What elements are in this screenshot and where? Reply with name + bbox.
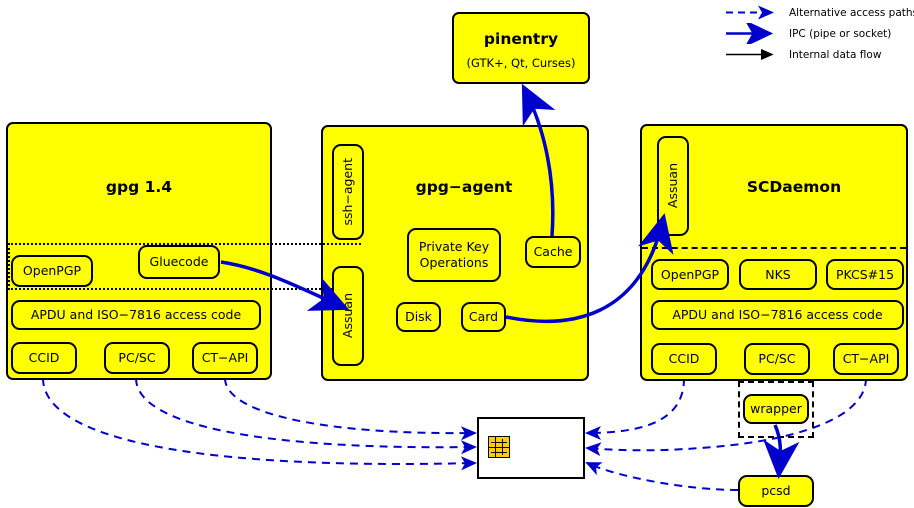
legend-item-ipc: IPC (pipe or socket): [722, 23, 914, 44]
gpg-openpgp-card-region: [8, 243, 361, 290]
scdaemon-apdu-box[interactable]: APDU and ISO−7816 access code: [651, 300, 904, 330]
legend-item-internal: Internal data flow: [722, 44, 914, 65]
wrapper-region: [738, 381, 814, 438]
pinentry-title: pinentry: [483, 30, 559, 48]
wrapper-box[interactable]: wrapper: [743, 394, 809, 424]
legend-label-internal: Internal data flow: [789, 48, 882, 61]
scdaemon-app-pkcs15[interactable]: PKCS#15: [826, 259, 904, 290]
legend-item-alt-paths: Alternative access paths: [722, 2, 914, 23]
legend-sample-thick-blue: [726, 23, 774, 44]
alt-path-scd-ctapi: [585, 377, 867, 457]
alt-path-pcsd-card: [585, 462, 739, 491]
pko-line1: Private Key: [418, 239, 490, 255]
alt-path-gpg-ctapi: [224, 377, 477, 441]
scdaemon-app-nks[interactable]: NKS: [739, 259, 817, 290]
gpg-openpgp-box[interactable]: OpenPGP: [11, 255, 93, 287]
smartcard-chip-icon: [488, 436, 510, 458]
gpg-gluecode-box[interactable]: Gluecode: [138, 245, 220, 279]
legend-sample-thin-black: [726, 48, 774, 61]
alt-path-gpg-ccid: [42, 377, 477, 471]
scdaemon-driver-ctapi[interactable]: CT−API: [833, 343, 899, 375]
card-box[interactable]: Card: [461, 302, 506, 332]
scdaemon-driver-ccid[interactable]: CCID: [651, 343, 717, 375]
gpg-title: gpg 1.4: [105, 178, 173, 196]
disk-box[interactable]: Disk: [396, 302, 441, 332]
legend-label-alt-paths: Alternative access paths: [789, 6, 914, 19]
ipc-agent-to-scdaemon: [505, 213, 674, 324]
gpg-apdu-box[interactable]: APDU and ISO−7816 access code: [11, 300, 261, 330]
scdaemon-separator: [642, 247, 906, 249]
scdaemon-app-openpgp[interactable]: OpenPGP: [651, 259, 729, 290]
scdaemon-title: SCDaemon: [746, 178, 842, 196]
gpg-agent-ssh-agent-box[interactable]: ssh−agent: [332, 144, 364, 240]
pko-line2: Operations: [419, 255, 489, 270]
gpg-driver-ctapi[interactable]: CT−API: [192, 342, 258, 374]
legend: Alternative access paths IPC (pipe or so…: [722, 2, 914, 65]
ipc-wrapper-to-pcsd: [763, 424, 800, 479]
pinentry-subtitle: (GTK+, Qt, Curses): [466, 56, 576, 70]
legend-label-ipc: IPC (pipe or socket): [789, 27, 892, 40]
cache-box[interactable]: Cache: [525, 236, 581, 268]
ipc-agent-to-pinentry: [521, 83, 556, 237]
alt-path-scd-ccid: [585, 377, 685, 440]
gpg-driver-ccid[interactable]: CCID: [11, 342, 77, 374]
legend-sample-dashed-blue: [726, 5, 774, 20]
pinentry-box[interactable]: [452, 12, 590, 84]
private-key-operations-box[interactable]: Private Key Operations: [407, 228, 501, 282]
ipc-gpg-to-agent: [220, 260, 350, 311]
gpg-driver-pcsc[interactable]: PC/SC: [104, 342, 170, 374]
gpg-agent-title: gpg−agent: [415, 178, 513, 196]
alt-path-gpg-pcsc: [135, 377, 477, 455]
scdaemon-driver-pcsc[interactable]: PC/SC: [744, 343, 810, 375]
